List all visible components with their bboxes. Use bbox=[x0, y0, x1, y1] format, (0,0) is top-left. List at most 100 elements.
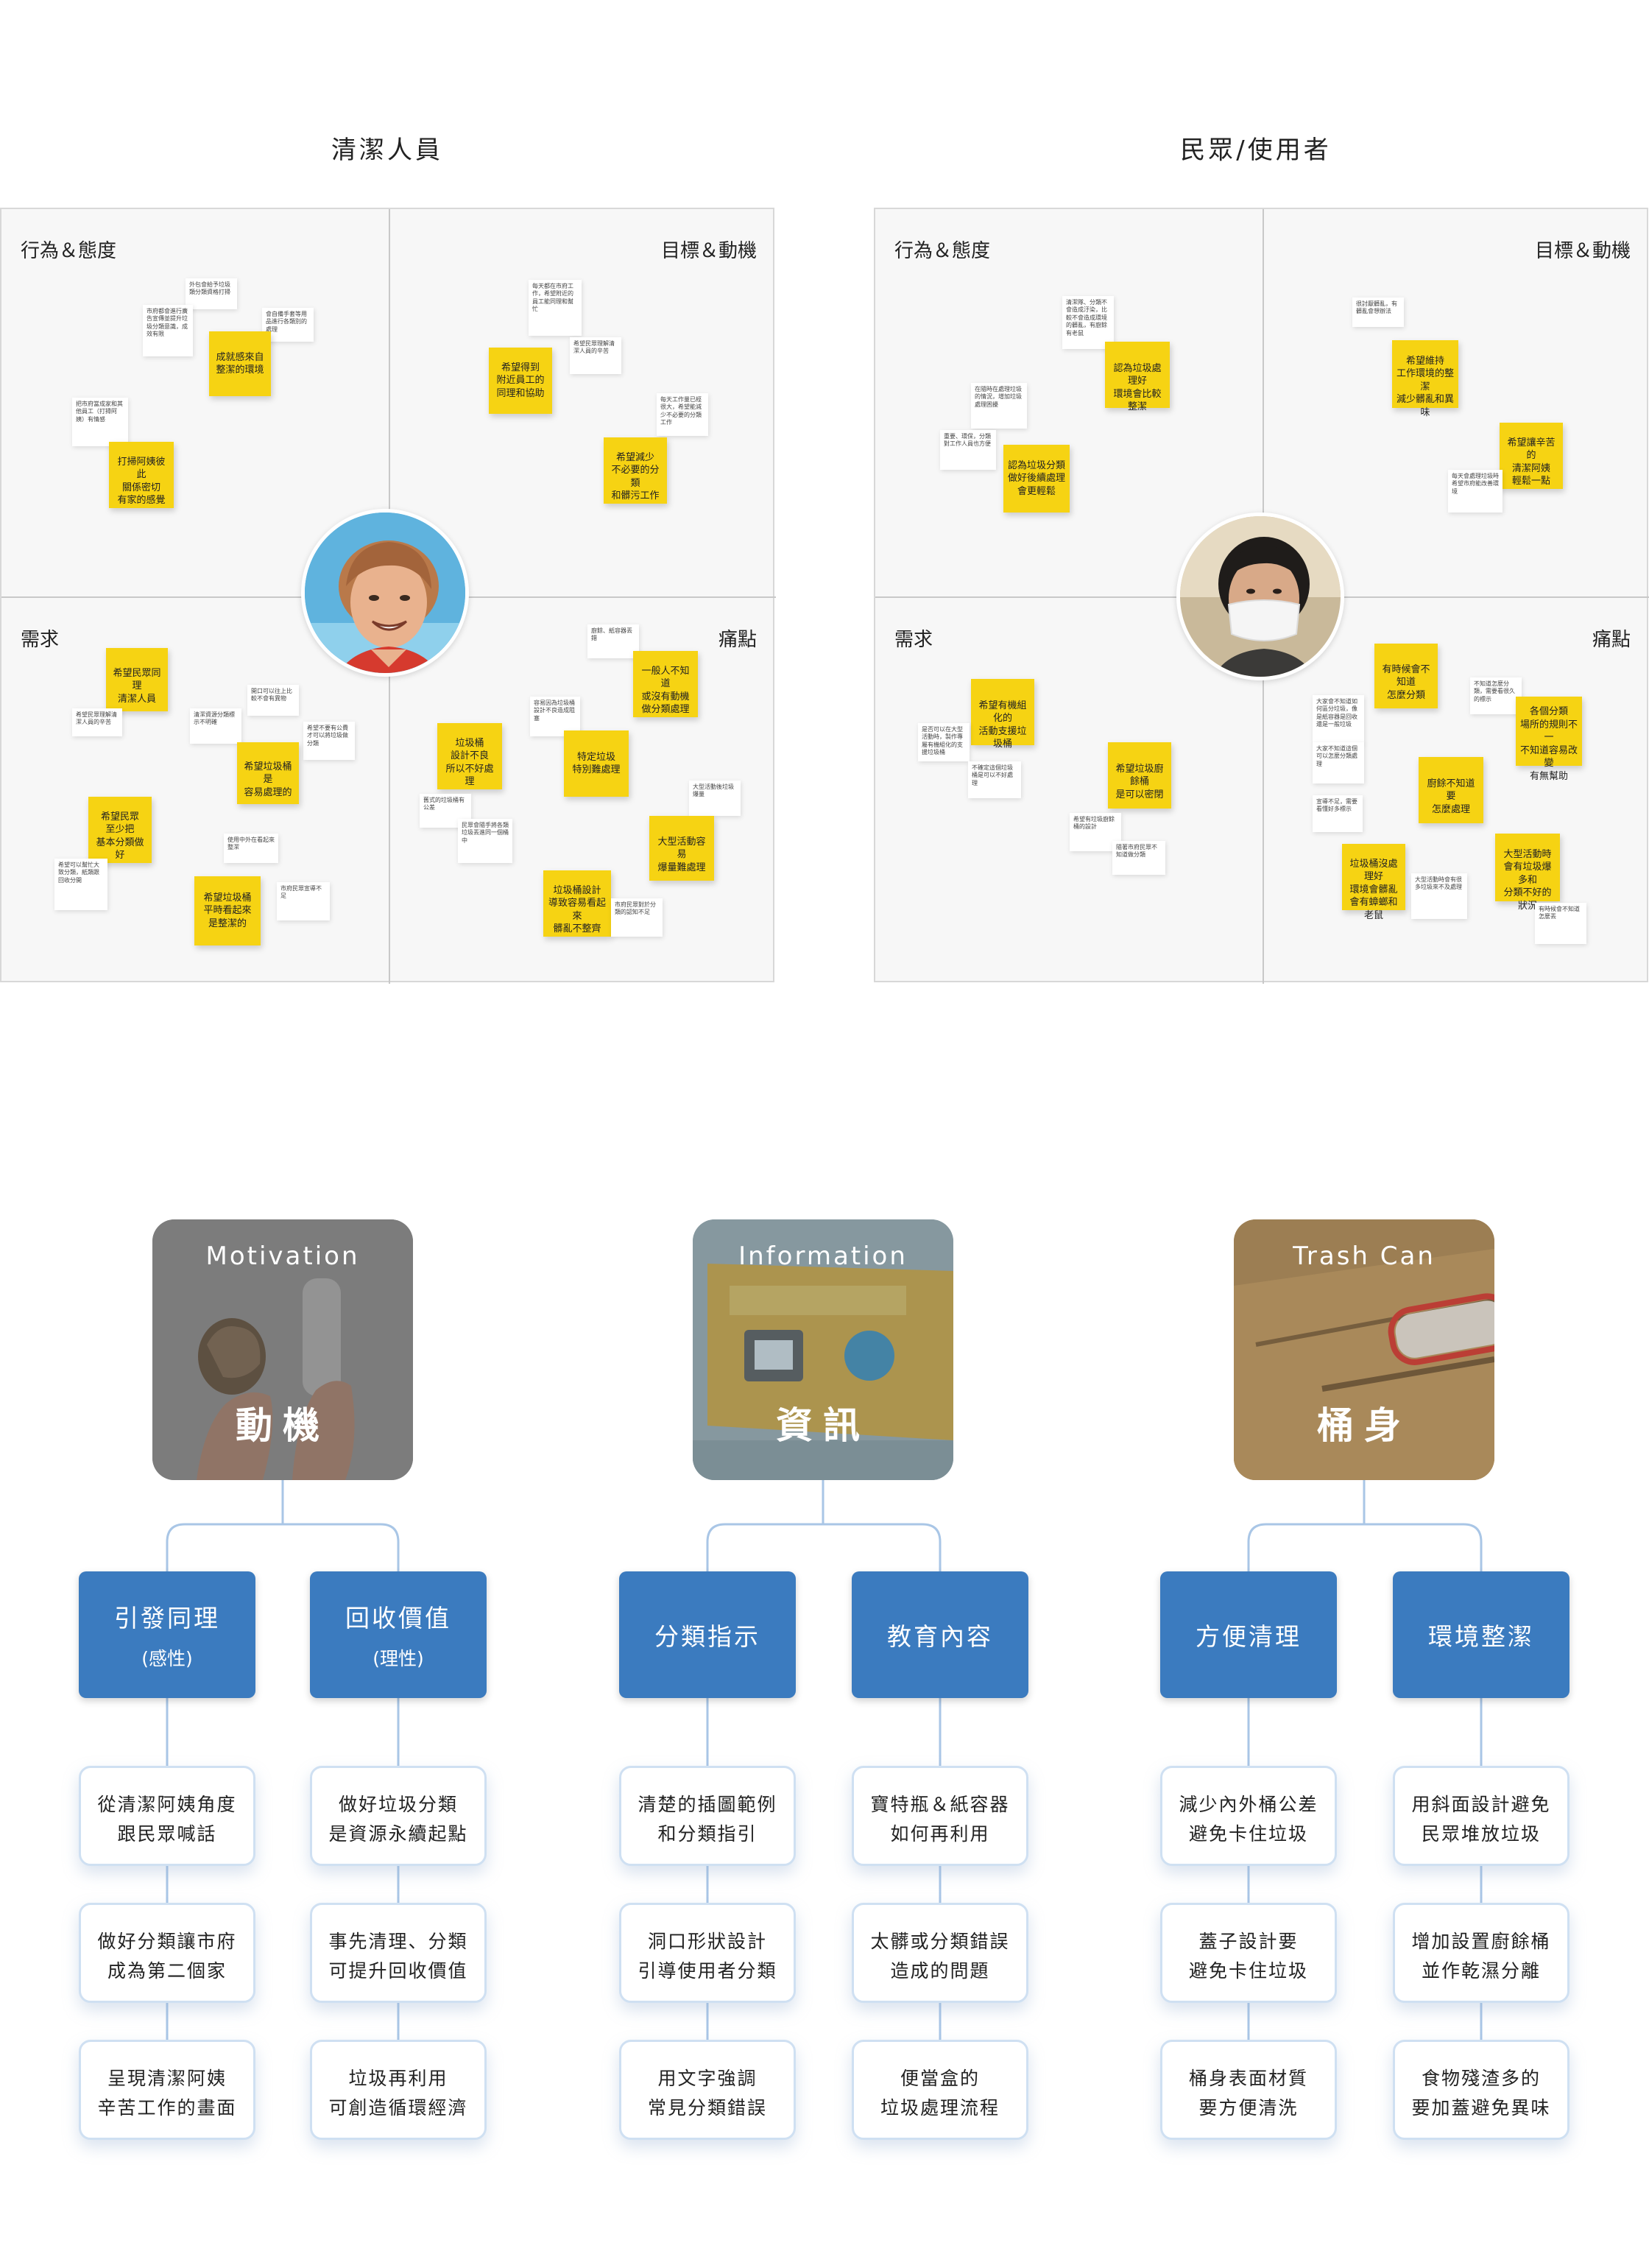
category-chinese-label: 桶身 bbox=[1317, 1404, 1411, 1447]
cleaner-portrait-icon bbox=[305, 513, 465, 673]
small-note: 大型活動後垃圾爆量 bbox=[689, 781, 741, 816]
information-photo-icon bbox=[693, 1219, 953, 1480]
category-english-label: Motivation bbox=[205, 1242, 360, 1271]
sticky-note: 希望得到附近員工的同理和協助 bbox=[489, 348, 552, 414]
small-note: 市府民眾對於分類的認知不足 bbox=[611, 898, 663, 937]
sticky-note: 垃圾桶設計不良所以不好處理 bbox=[437, 723, 502, 789]
leaf-item: 便當盒的垃圾處理流程 bbox=[852, 2040, 1028, 2140]
small-note: 市府都會進行廣告宣傳並提升垃圾分類意識，成效有限 bbox=[143, 305, 193, 356]
sticky-note: 有時候會不知道怎麼分類 bbox=[1374, 644, 1438, 708]
sticky-note: 各個分類場所的規則不一不知道容易改變有無幫助 bbox=[1516, 697, 1582, 782]
sticky-note: 成就感來自整潔的環境 bbox=[209, 331, 271, 396]
empathy-matrix-cleaner: 行為＆態度 外包會給予垃圾類分類資格打掃 市府都會進行廣告宣傳並提升垃圾分類意識… bbox=[0, 208, 776, 984]
small-note: 希望不要有公費才可以將垃圾做分類 bbox=[303, 722, 355, 760]
small-note: 是否可以在大型活動時，製作專屬有機組化的支援垃圾桶 bbox=[918, 723, 970, 761]
sticky-note: 希望民眾同理清潔人員 bbox=[106, 648, 168, 711]
small-note: 開口可以往上比較不會有異物 bbox=[247, 685, 299, 716]
node-easy-cleaning: 方便清理 bbox=[1160, 1571, 1337, 1698]
quadrant-label: 行為＆態度 bbox=[21, 240, 117, 262]
leaf-item: 蓋子設計要避免卡住垃圾 bbox=[1160, 1903, 1337, 2003]
node-label: 環境整潔 bbox=[1428, 1622, 1534, 1651]
small-note: 大家不知道這個可以怎麼分類處理 bbox=[1313, 742, 1364, 783]
sticky-note: 希望垃圾桶平時看起來是整潔的 bbox=[194, 876, 261, 945]
small-note: 很討厭髒亂，有髒亂會想辦法 bbox=[1352, 297, 1404, 327]
small-note: 把市府當成家和其他員工（打掃阿姨）有情感 bbox=[72, 398, 128, 446]
sticky-note: 打掃阿姨彼此關係密切有家的感覺 bbox=[109, 442, 174, 508]
sticky-note: 希望讓辛苦的清潔阿姨輕鬆一點 bbox=[1500, 423, 1563, 489]
quadrant-label: 痛點 bbox=[718, 629, 757, 651]
node-tidy-environment: 環境整潔 bbox=[1393, 1571, 1569, 1698]
small-note: 有時候會不知道怎麼丟 bbox=[1535, 903, 1586, 944]
leaf-item: 太髒或分類錯誤造成的問題 bbox=[852, 1903, 1028, 2003]
quadrant-label: 目標＆動機 bbox=[660, 240, 757, 262]
small-note: 每天都在市府工作，希望附近的員工能同理和幫忙 bbox=[529, 280, 582, 336]
leaf-item: 呈現清潔阿姨辛苦工作的畫面 bbox=[79, 2040, 255, 2140]
quadrant-label: 行為＆態度 bbox=[894, 240, 991, 262]
small-note: 希望民眾理解清潔人員的辛苦 bbox=[570, 337, 621, 374]
small-note: 隨著市府民眾不知道做分類 bbox=[1112, 841, 1165, 875]
node-education: 教育內容 bbox=[852, 1571, 1028, 1698]
sticky-note: 希望減少不必要的分類和髒污工作 bbox=[604, 437, 667, 504]
sticky-note: 大型活動時會有垃圾爆多和分類不好的狀況 bbox=[1495, 834, 1560, 912]
small-note: 使用中外在看起來整潔 bbox=[224, 834, 278, 863]
persona-title-user: 民眾/使用者 bbox=[1180, 135, 1332, 165]
sticky-note: 特定垃圾特別難處理 bbox=[564, 730, 629, 797]
leaf-item: 清楚的插圖範例和分類指引 bbox=[619, 1766, 796, 1866]
quadrant-behavior: 行為＆態度 清潔隊、分類不會造成汙染，比較不會造成環境的髒亂，有廚餘有老鼠 認為… bbox=[875, 209, 1263, 596]
small-note: 每天會處理垃圾時希望市府能改善環境 bbox=[1448, 470, 1503, 513]
quadrant-label: 痛點 bbox=[1592, 629, 1631, 651]
leaf-item: 減少內外桶公差避免卡住垃圾 bbox=[1160, 1766, 1337, 1866]
leaf-item: 食物殘渣多的要加蓋避免異味 bbox=[1393, 2040, 1569, 2140]
leaf-item: 做好分類讓市府成為第二個家 bbox=[79, 1903, 255, 2003]
sticky-note: 希望有機組化的活動支援垃圾桶 bbox=[971, 679, 1034, 750]
small-note: 不知道怎麼分類，需要看很久的標示 bbox=[1470, 677, 1522, 714]
sticky-note: 廚餘不知道要怎麼處理 bbox=[1419, 757, 1483, 823]
leaf-item: 做好垃圾分類是資源永續起點 bbox=[310, 1766, 487, 1866]
leaf-item: 洞口形狀設計引導使用者分類 bbox=[619, 1903, 796, 2003]
sticky-note: 希望民眾至少把基本分類做好 bbox=[88, 797, 152, 863]
quadrant-behavior: 行為＆態度 外包會給予垃圾類分類資格打掃 市府都會進行廣告宣傳並提升垃圾分類意識… bbox=[1, 209, 389, 596]
node-label: 回收價值 bbox=[345, 1604, 451, 1633]
quadrant-label: 需求 bbox=[21, 629, 60, 651]
quadrant-label: 目標＆動機 bbox=[1534, 240, 1631, 262]
sticky-note: 認為垃圾處理好環境會比較整潔 bbox=[1105, 342, 1170, 412]
leaf-item: 增加設置廚餘桶並作乾濕分離 bbox=[1393, 1903, 1569, 2003]
persona-title-cleaner: 清潔人員 bbox=[331, 135, 443, 165]
empathy-matrix-user: 行為＆態度 清潔隊、分類不會造成汙染，比較不會造成環境的髒亂，有廚餘有老鼠 認為… bbox=[874, 208, 1649, 984]
quadrant-needs: 需求 希望有機組化的活動支援垃圾桶 是否可以在大型活動時，製作專屬有機組化的支援… bbox=[875, 596, 1263, 984]
small-note: 清潔隊、分類不會造成汙染，比較不會造成環境的髒亂，有廚餘有老鼠 bbox=[1062, 296, 1114, 349]
node-label: 引發同理 bbox=[114, 1604, 220, 1633]
node-sorting-guide: 分類指示 bbox=[619, 1571, 796, 1698]
category-english-label: Information bbox=[738, 1242, 908, 1271]
small-note: 宣導不足，需要看懂好多標示 bbox=[1313, 795, 1363, 832]
leaf-item: 垃圾再利用可創造循環經濟 bbox=[310, 2040, 487, 2140]
node-empathy: 引發同理 (感性) bbox=[79, 1571, 255, 1698]
sticky-note: 希望維持工作環境的整潔減少髒亂和異味 bbox=[1392, 340, 1458, 418]
small-note: 民眾會隨手將各類垃圾丟進同一個桶中 bbox=[458, 819, 512, 863]
leaf-item: 事先清理、分類可提升回收價值 bbox=[310, 1903, 487, 2003]
node-sublabel: (理性) bbox=[372, 1648, 424, 1669]
quadrant-needs: 需求 希望民眾同理清潔人員 希望民眾理解清潔人員的辛苦 清潔資源分類標示不明確 … bbox=[1, 596, 389, 984]
leaf-item: 寶特瓶＆紙容器如何再利用 bbox=[852, 1766, 1028, 1866]
small-note: 外包會給予垃圾類分類資格打掃 bbox=[186, 278, 237, 309]
small-note: 不確定這個垃圾桶是可以不好處理 bbox=[968, 761, 1021, 798]
quadrant-pain-points: 痛點 有時候會不知道怎麼分類 大家會不知道如何區分垃圾，像是紙容器是回收還是一般… bbox=[1263, 596, 1649, 984]
category-card-motivation: Motivation 動機 bbox=[152, 1219, 413, 1480]
sticky-note: 垃圾桶沒處理好環境會髒亂會有蟑螂和老鼠 bbox=[1342, 844, 1405, 921]
small-note: 市府民眾宣導不足 bbox=[277, 882, 330, 920]
small-note: 清潔資源分類標示不明確 bbox=[190, 708, 241, 744]
small-note: 希望可以幫忙大致分類，紙類跟回收分開 bbox=[54, 859, 107, 910]
category-card-information: Information 資訊 bbox=[693, 1219, 953, 1480]
leaf-item: 從清潔阿姨角度跟民眾喊話 bbox=[79, 1766, 255, 1866]
node-label: 分類指示 bbox=[654, 1622, 760, 1651]
node-sublabel: (感性) bbox=[141, 1648, 193, 1669]
small-note: 廚餘、紙容器丟錯 bbox=[587, 624, 639, 658]
small-note: 每天工作量已經很大，希望能減少不必要的分類工作 bbox=[657, 393, 708, 436]
sticky-note: 垃圾桶設計導致容易看起來髒亂不整齊 bbox=[543, 870, 611, 937]
sticky-note: 大型活動容易爆量難處理 bbox=[649, 816, 714, 881]
node-label: 方便清理 bbox=[1196, 1622, 1302, 1651]
leaf-item: 用文字強調常見分類錯誤 bbox=[619, 2040, 796, 2140]
quadrant-pain-points: 痛點 廚餘、紙容器丟錯 一般人不知道或沒有動機做分類處理 容易因為垃圾桶設計不良… bbox=[389, 596, 776, 984]
small-note: 大家會不知道如何區分垃圾，像是紙容器是回收還是一般垃圾 bbox=[1313, 695, 1364, 744]
sticky-note: 一般人不知道或沒有動機做分類處理 bbox=[633, 651, 698, 717]
